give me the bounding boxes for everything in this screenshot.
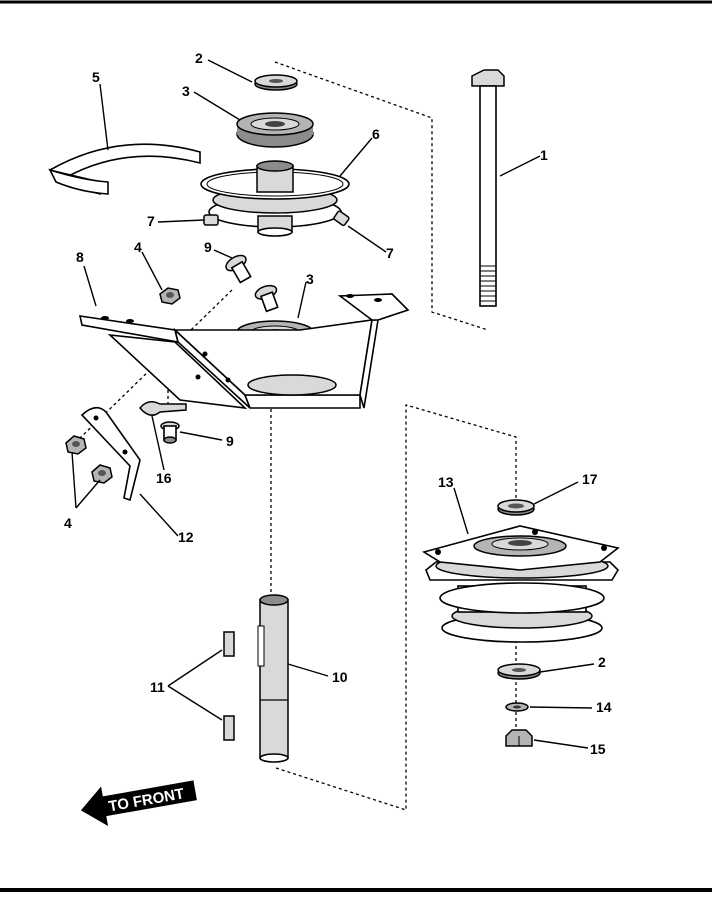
- part-1-bolt: [471, 69, 505, 307]
- leader-lines: [71, 59, 595, 749]
- callout-9-top: 9: [204, 239, 212, 255]
- part-15-nut: [505, 729, 533, 747]
- part-5-belt: [48, 143, 201, 195]
- callout-4-bottom: 4: [64, 515, 72, 531]
- part-2-washer-bottom: [497, 663, 541, 680]
- callout-6: 6: [372, 126, 380, 142]
- callout-7-right: 7: [386, 245, 394, 261]
- part-4-nut-top: [159, 287, 181, 305]
- part-12-plate: [80, 406, 141, 502]
- callout-2-top: 2: [195, 50, 203, 66]
- callout-5: 5: [92, 69, 100, 85]
- callout-7-left: 7: [147, 213, 155, 229]
- part-17-washer: [497, 499, 535, 516]
- part-4-nuts-lower: [65, 435, 113, 484]
- callout-11: 11: [150, 679, 165, 695]
- callout-2-bottom: 2: [598, 654, 606, 670]
- part-2-washer-top: [254, 74, 298, 91]
- callout-14: 14: [596, 699, 612, 715]
- callout-1: 1: [540, 147, 548, 163]
- part-16-clip: [139, 401, 187, 416]
- callout-8: 8: [76, 249, 84, 265]
- part-9-bolts-top: [225, 254, 279, 313]
- part-10-shaft: [257, 594, 289, 763]
- part-14-lock-washer: [505, 702, 529, 712]
- callout-3-top: 3: [182, 83, 190, 99]
- callout-15: 15: [590, 741, 606, 757]
- part-8-bracket: [78, 293, 410, 410]
- callout-10: 10: [332, 669, 348, 685]
- callout-12: 12: [178, 529, 194, 545]
- callout-9-bottom: 9: [226, 433, 234, 449]
- part-7-screws: [203, 210, 350, 227]
- alignment-lines: [77, 61, 517, 811]
- callout-17: 17: [582, 471, 598, 487]
- part-9-bolt-bottom: [160, 421, 180, 444]
- callout-4-top: 4: [134, 239, 142, 255]
- part-6-pulley: [200, 160, 350, 237]
- callout-3-bottom: 3: [306, 271, 314, 287]
- part-13-clutch: [422, 525, 620, 643]
- to-front-arrow: TO FRONT: [80, 780, 197, 826]
- callout-16: 16: [156, 470, 172, 486]
- part-11-keys: [223, 631, 235, 741]
- callout-13: 13: [438, 474, 454, 490]
- part-3-bearing-top: [236, 112, 314, 148]
- callouts: 1 2 2 3 3 4 4 5 6 7 7 8 9 9 10 11 12 13 …: [64, 50, 612, 757]
